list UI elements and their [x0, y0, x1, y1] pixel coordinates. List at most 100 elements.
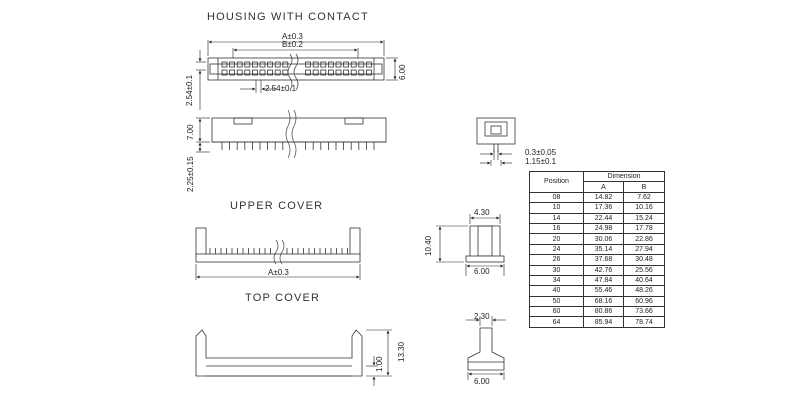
contact-slot — [221, 69, 228, 76]
dim-b-cell: 40.64 — [623, 274, 665, 287]
contact-slot — [274, 61, 281, 68]
dim-1330-label: 13.30 — [397, 341, 406, 362]
dim-pitch-vertical-label: 2.54±0.1 — [185, 74, 194, 106]
contact-slot — [259, 61, 266, 68]
contact-slot — [244, 69, 251, 76]
contact-slot — [267, 61, 274, 68]
dim-tail-label: 2.25±0.15 — [186, 156, 195, 192]
dim-front-lines — [196, 117, 210, 153]
contact-slot — [305, 69, 312, 76]
dim-b-cell: 25.56 — [623, 264, 665, 276]
dim-upper-a-label: A±0.3 — [268, 268, 289, 277]
contact-slot — [365, 61, 372, 68]
contact-slot — [251, 61, 258, 68]
dim-a-cell: 14.82 — [583, 191, 624, 204]
contact-slot — [312, 61, 319, 68]
dim-pin-lines — [480, 150, 512, 166]
position-cell: 14 — [529, 212, 584, 224]
dim-430-label: 4.30 — [474, 208, 490, 217]
dim-a-cell: 47.84 — [583, 274, 624, 287]
housing-top-view — [207, 53, 385, 91]
contact-slot — [282, 61, 289, 68]
contact-slot — [236, 69, 243, 76]
dim-pin-width-label: 1.15±0.1 — [525, 157, 557, 166]
contact-slot — [305, 61, 312, 68]
contact-slot — [335, 61, 342, 68]
dim-a-cell: 68.16 — [583, 295, 624, 308]
dim-pin-thickness-label: 0.3±0.05 — [525, 148, 557, 157]
contact-slot — [343, 69, 350, 76]
position-cell: 30 — [529, 264, 584, 276]
dim-height-front-label: 7.00 — [186, 124, 195, 140]
dim-pitch-label: 2.54±0.1 — [265, 84, 297, 93]
dim-upper-side — [436, 214, 505, 276]
position-cell: 26 — [529, 254, 584, 266]
contact-slot — [350, 69, 357, 76]
dim-b-cell: 22.86 — [623, 233, 665, 245]
dim-a-cell: 22.44 — [583, 212, 624, 224]
dim-b-cell: 60.96 — [623, 295, 665, 308]
dim-b-cell: 17.78 — [623, 222, 665, 235]
top-cover-side — [467, 327, 505, 371]
contact-slot — [259, 69, 266, 76]
dim-a-cell: 55.46 — [583, 285, 624, 297]
housing-side-view — [476, 117, 516, 152]
position-cell: 10 — [529, 202, 584, 214]
dim-b-cell: 7.62 — [623, 191, 665, 204]
contact-slots — [221, 61, 372, 76]
contact-slot — [358, 69, 365, 76]
dim-a-cell: 37.68 — [583, 254, 624, 266]
contact-slot — [251, 69, 258, 76]
dim-a-line — [196, 40, 398, 110]
position-cell: 50 — [529, 295, 584, 308]
dim-b-cell: 78.74 — [623, 316, 665, 328]
contact-slot — [274, 69, 281, 76]
contact-slot — [358, 61, 365, 68]
dim-a-cell: 17.36 — [583, 202, 624, 214]
position-header: Position — [529, 171, 584, 193]
dim-b-cell: 27.94 — [623, 243, 665, 256]
contact-slot — [229, 61, 236, 68]
position-cell: 20 — [529, 233, 584, 245]
dim-a-cell: 85.94 — [583, 316, 624, 328]
top-cover-view — [195, 329, 363, 377]
contact-slot — [267, 69, 274, 76]
dim-b-label: B±0.2 — [282, 40, 303, 49]
contact-slot — [312, 69, 319, 76]
upper-cover-view — [195, 227, 361, 265]
contact-slot — [350, 61, 357, 68]
contact-slot — [320, 61, 327, 68]
dim-top-lines — [366, 329, 392, 386]
dim-b-cell: 15.24 — [623, 212, 665, 224]
position-cell: 64 — [529, 316, 584, 328]
top-cover-title: TOP COVER — [245, 292, 321, 304]
dim-b-cell: 10.16 — [623, 202, 665, 214]
position-cell: 16 — [529, 222, 584, 235]
dim-a-label: A±0.3 — [282, 32, 303, 41]
dim-100-label: 1.00 — [375, 356, 384, 372]
position-cell: 24 — [529, 243, 584, 256]
dim-b-cell: 73.66 — [623, 306, 665, 318]
contact-pins — [221, 142, 375, 150]
position-cell: 34 — [529, 274, 584, 287]
position-cell: 40 — [529, 285, 584, 297]
contact-slot — [236, 61, 243, 68]
contact-slot — [327, 61, 334, 68]
contact-slot — [320, 69, 327, 76]
dim-a-cell: 80.86 — [583, 306, 624, 318]
contact-slot — [365, 69, 372, 76]
contact-slot — [221, 61, 228, 68]
